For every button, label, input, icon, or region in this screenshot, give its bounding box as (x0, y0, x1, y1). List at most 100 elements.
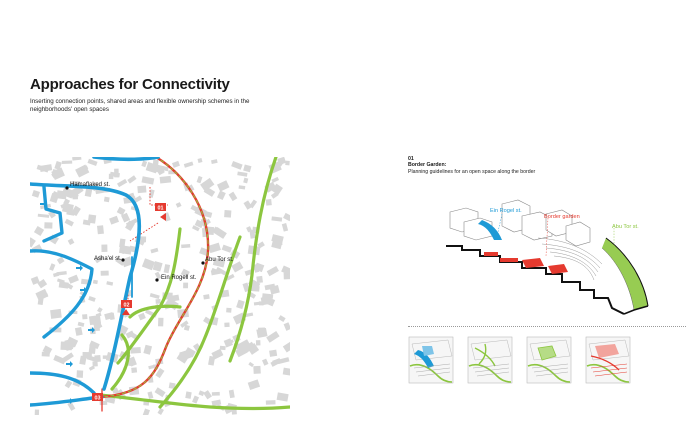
building (142, 408, 150, 415)
building (281, 265, 290, 277)
green-path-east (228, 157, 278, 363)
building (154, 387, 166, 398)
label-ashael: Asha'el st. (94, 256, 122, 262)
axo-buildings (449, 199, 591, 247)
building (158, 317, 164, 327)
building (203, 390, 212, 400)
building (242, 282, 250, 293)
building (200, 177, 215, 192)
building (143, 344, 153, 355)
marker-02: 02 (121, 300, 132, 315)
building (56, 270, 67, 276)
building (185, 391, 192, 399)
street-south-west (30, 371, 96, 395)
building (159, 175, 172, 184)
building (271, 240, 283, 250)
map-markers: 01 02 03 (40, 201, 166, 404)
building (271, 216, 283, 222)
building (180, 268, 190, 278)
building (95, 312, 102, 318)
building (176, 351, 189, 364)
building (199, 247, 210, 257)
building (104, 312, 114, 320)
building (219, 345, 226, 351)
building (44, 222, 53, 229)
building (54, 161, 62, 170)
building (97, 307, 103, 313)
building (211, 391, 220, 396)
axo-section-line (446, 245, 625, 315)
building (141, 160, 148, 168)
building (225, 273, 235, 281)
blue-arrow-ticks (40, 201, 95, 404)
building (141, 176, 155, 185)
building (277, 157, 287, 165)
building (133, 195, 143, 203)
building (39, 164, 53, 173)
building (100, 270, 109, 276)
label-hamaflaked: Hamaflaked st. (70, 182, 110, 188)
building (237, 339, 252, 353)
building (266, 266, 279, 277)
building (168, 382, 176, 390)
section-header: 01 Border Garden: Planning guidelines fo… (408, 156, 535, 175)
building (243, 164, 252, 173)
street-west-2 (42, 185, 64, 243)
dotted-divider (408, 326, 686, 327)
building (34, 409, 40, 415)
building (231, 161, 243, 170)
section-description: Planning guidelines for an open space al… (408, 168, 536, 175)
building (248, 361, 254, 368)
building (237, 171, 248, 177)
building (215, 266, 227, 276)
building (64, 218, 74, 227)
building (184, 347, 196, 358)
building (63, 198, 71, 206)
thumbnail-green-paths (467, 336, 513, 384)
building (66, 210, 75, 216)
building (60, 341, 73, 351)
building (72, 157, 82, 161)
building (129, 245, 137, 253)
building (243, 200, 253, 210)
building (283, 272, 290, 280)
building (154, 271, 162, 280)
building (283, 212, 290, 222)
building (175, 202, 182, 208)
building (183, 182, 190, 192)
building (180, 320, 189, 328)
building (285, 160, 290, 166)
building (283, 322, 290, 331)
thumbnail-blue (408, 336, 454, 384)
axo-green-slope (602, 238, 648, 310)
building (256, 275, 263, 284)
marker-01: 01 (155, 203, 166, 221)
building (70, 192, 79, 199)
building (67, 238, 75, 246)
building (216, 259, 224, 267)
section-number: 01 (408, 156, 414, 162)
green-path-stub (110, 333, 130, 391)
connectivity-map: Hamaflaked st. Asha'el st. Abu Tor st. E… (30, 157, 290, 415)
building (150, 247, 159, 254)
building (192, 225, 200, 232)
building (155, 299, 161, 304)
building (130, 346, 141, 354)
building (236, 299, 245, 310)
building (99, 400, 108, 406)
building (212, 226, 226, 239)
green-path-loop (128, 304, 182, 319)
building (269, 349, 278, 357)
street-hamaflaked (30, 182, 142, 391)
border-garden-axonometric: Ein Rogel st. Border garden Abu Tor st. (438, 198, 650, 318)
building (64, 380, 73, 389)
green-path-mid (158, 235, 242, 409)
building (42, 345, 53, 355)
building (127, 175, 137, 184)
building (92, 279, 98, 285)
building (223, 338, 233, 348)
building (224, 322, 230, 328)
building (141, 258, 155, 271)
building (253, 301, 263, 306)
building (88, 365, 95, 371)
